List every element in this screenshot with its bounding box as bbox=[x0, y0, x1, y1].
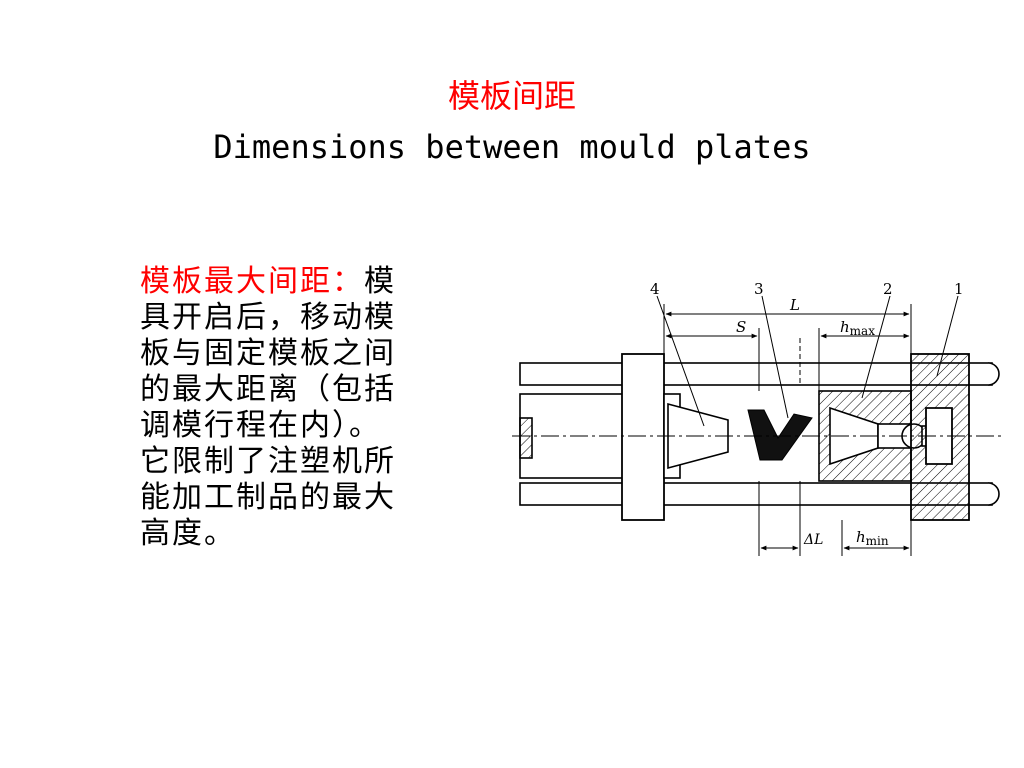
dimension-label-hmax: hmax bbox=[840, 318, 875, 338]
fixed-platen bbox=[910, 353, 970, 521]
definition-heading: 模板最大间距： bbox=[140, 264, 364, 299]
leader-lines bbox=[656, 295, 959, 427]
limitation-paragraph: 它限制了注塑机所能加工制品的最大高度。 bbox=[140, 444, 396, 551]
extension-lines bbox=[663, 304, 912, 556]
part-label-4: 4 bbox=[650, 280, 660, 298]
dimension-label-S: S bbox=[736, 318, 746, 336]
part-label-1: 1 bbox=[954, 280, 964, 298]
part-label-3: 3 bbox=[754, 280, 764, 298]
dimension-label-delta-L: ΔL bbox=[803, 532, 823, 548]
dimension-label-L: L bbox=[789, 296, 800, 314]
definition-paragraph: 模具开启后，移动模板与固定模板之间的最大距离（包括调模行程在内）。 bbox=[140, 264, 396, 443]
page-subtitle: Dimensions between mould plates bbox=[213, 128, 811, 166]
part-label-2: 2 bbox=[883, 280, 893, 298]
dimension-arrows bbox=[665, 311, 910, 551]
molded-part-icon bbox=[747, 409, 813, 461]
moving-platen bbox=[621, 353, 665, 521]
mould-spacing-diagram: 4 3 2 1 L S hmax ΔL hmin bbox=[512, 280, 1002, 556]
description-text: 模板最大间距：模具开启后，移动模板与固定模板之间的最大距离（包括调模行程在内）。… bbox=[56, 264, 420, 552]
page-title: 模板间距 bbox=[447, 77, 576, 115]
dimension-label-hmin: hmin bbox=[856, 528, 889, 548]
